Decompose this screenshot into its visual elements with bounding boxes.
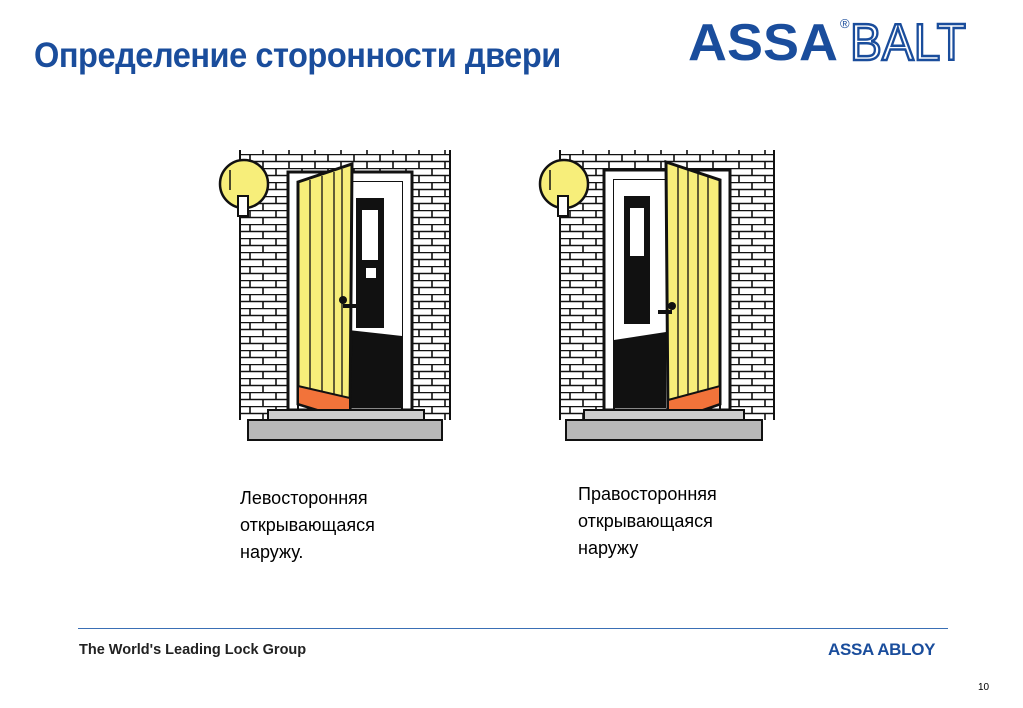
door-leaf-body — [664, 159, 722, 425]
caption-line: открывающаяся — [240, 515, 375, 535]
interior-view — [348, 182, 402, 408]
logo-registered-mark: ® — [840, 16, 850, 31]
slide-title: Определение сторонности двери — [34, 36, 561, 75]
footer-tagline: The World's Leading Lock Group — [79, 642, 307, 658]
door-handle-icon — [339, 296, 357, 308]
door-leaf-open — [296, 161, 357, 423]
assa-balt-logo: ASSA ® BALT — [688, 13, 967, 68]
caption-line: открывающаяся — [578, 511, 713, 531]
assa-abloy-logo: ASSA ABLOY — [828, 640, 936, 659]
caption-line: Левосторонняя — [240, 488, 368, 508]
door-handle-icon — [658, 302, 676, 314]
interior-view — [614, 180, 666, 408]
footer-divider — [78, 628, 948, 629]
door-leaf-open — [658, 159, 722, 425]
caption-right-hand-outswing: Правосторонняя открывающаяся наружу — [578, 481, 717, 562]
door-step — [565, 409, 763, 441]
wall-lamp-icon — [538, 158, 590, 217]
wall-lamp-icon — [218, 158, 270, 217]
door-leaf-body — [296, 161, 354, 423]
door-illustration-right-hand-outswing — [538, 150, 775, 441]
page-number: 10 — [978, 682, 990, 693]
logo-assa-text: ASSA — [688, 14, 838, 68]
caption-line: Правосторонняя — [578, 484, 717, 504]
door-illustration-left-hand-outswing — [218, 150, 451, 441]
logo-balt-text: BALT — [850, 14, 966, 68]
caption-line: наружу. — [240, 542, 304, 562]
caption-line: наружу — [578, 538, 639, 558]
door-step — [247, 409, 443, 441]
caption-left-hand-outswing: Левосторонняя открывающаяся наружу. — [240, 485, 375, 566]
